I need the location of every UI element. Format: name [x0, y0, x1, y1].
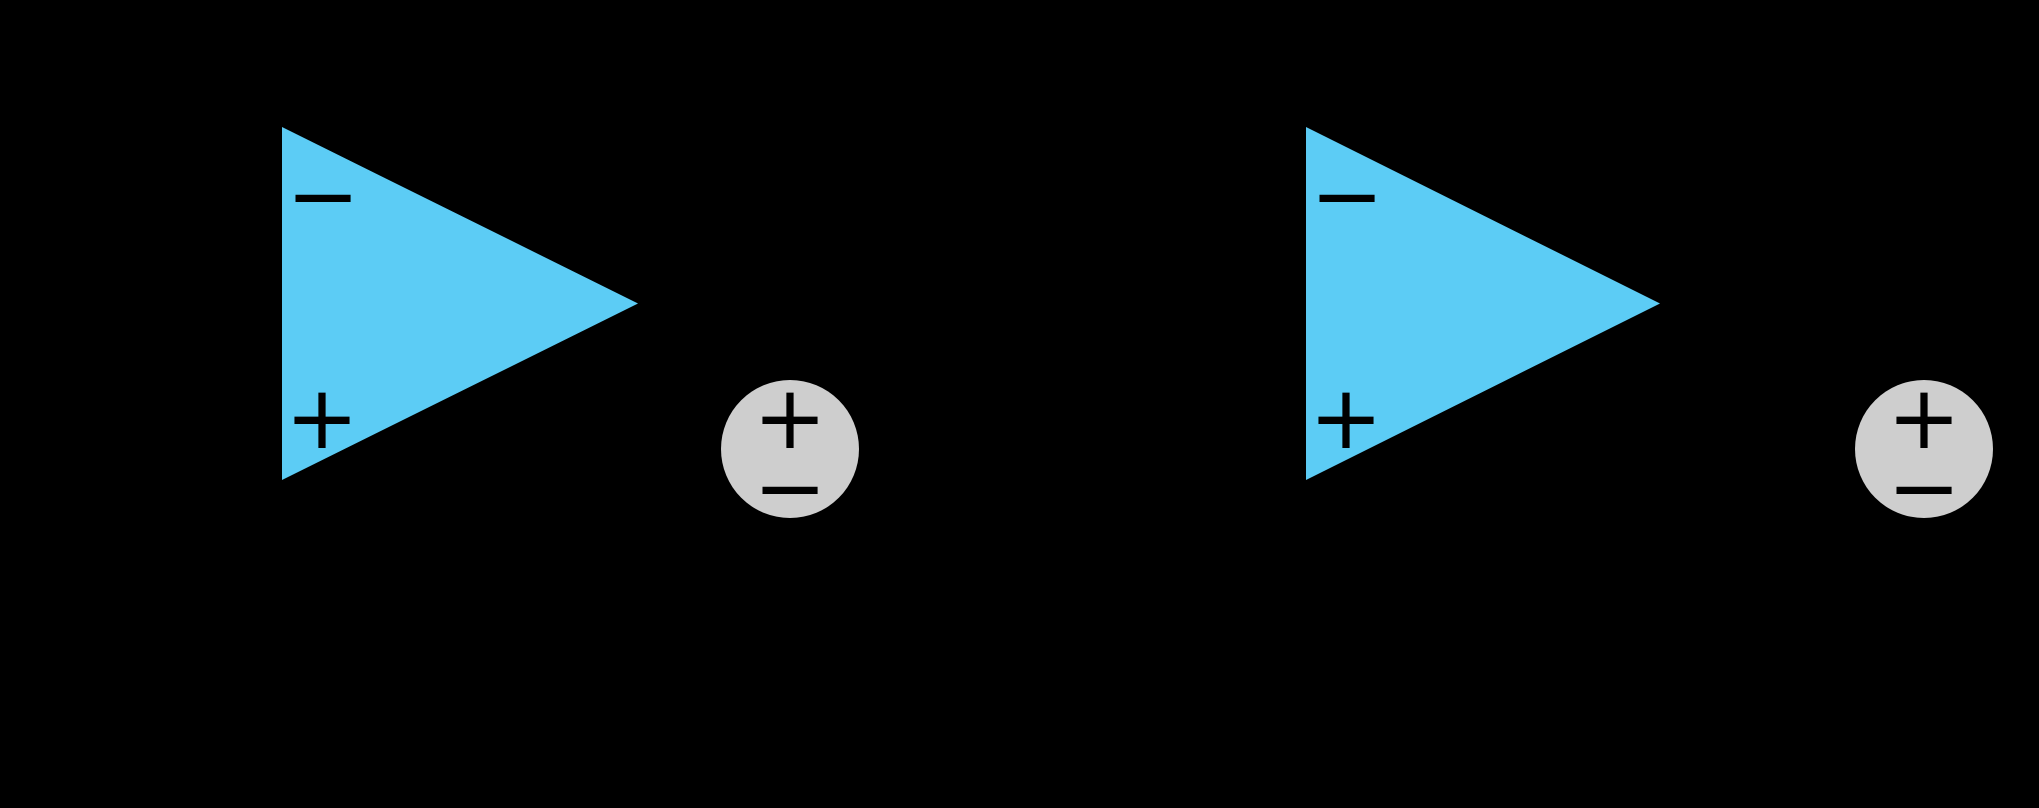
noninverting-input-label: +: [1309, 366, 1383, 469]
noninverting-input-label: +: [285, 366, 359, 469]
voltage-source-symbol-left: + −: [721, 374, 859, 532]
voltage-source-symbol-right: + −: [1855, 374, 1993, 532]
opamp-symbol-right: − +: [1306, 127, 1660, 480]
source-negative-label: −: [753, 436, 827, 539]
inverting-input-label: −: [1310, 144, 1384, 247]
source-negative-label: −: [1887, 436, 1961, 539]
source-positive-label: +: [753, 366, 827, 469]
opamp-symbol-left: − +: [282, 127, 638, 480]
source-positive-label: +: [1887, 366, 1961, 469]
inverting-input-label: −: [286, 144, 360, 247]
